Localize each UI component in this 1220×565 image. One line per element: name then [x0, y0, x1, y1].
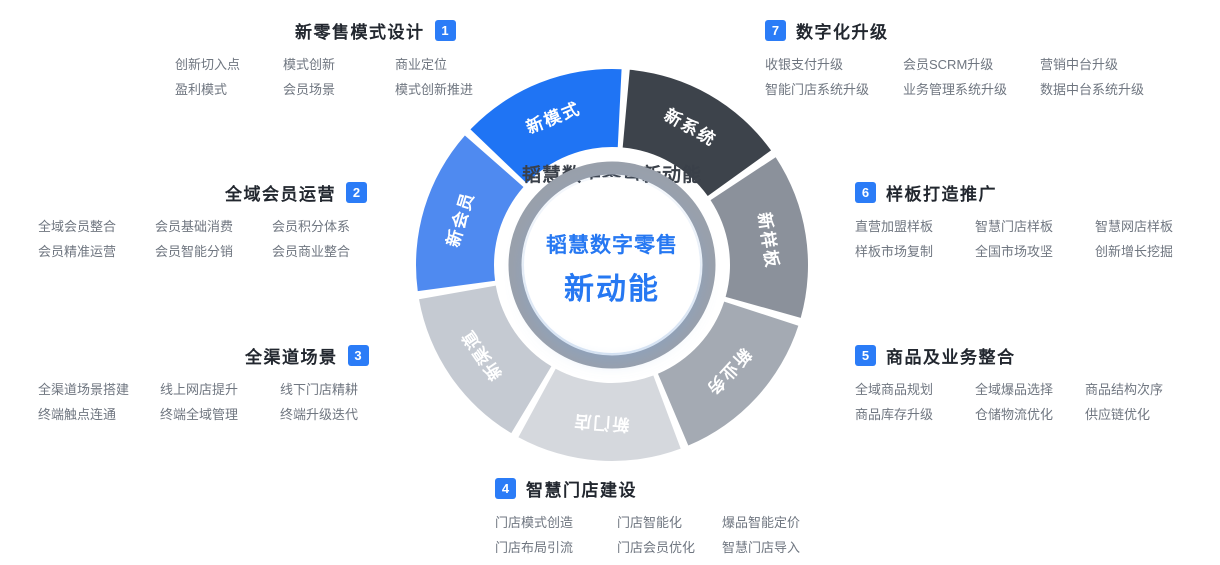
list-item: 智能门店系统升级: [765, 82, 870, 97]
list-item: 全国市场攻坚: [975, 244, 1054, 259]
center-title: 韬慧数字零售: [546, 233, 678, 257]
list-item: 线下门店精耕: [280, 382, 359, 397]
list-item: 会员智能分销: [155, 244, 234, 259]
section-title: 数字化升级: [796, 22, 889, 42]
list-item: 全渠道场景搭建: [38, 382, 130, 397]
wheel-segment: [419, 285, 552, 434]
section-title: 商品及业务整合: [886, 347, 1016, 367]
list-item: 样板市场复制: [855, 244, 934, 259]
section-number-badge: 6: [855, 181, 876, 203]
list-item: 门店模式创造: [495, 515, 574, 530]
list-item: 数据中台系统升级: [1040, 82, 1145, 97]
list-item: 会员SCRM升级: [903, 57, 994, 72]
wheel-segment: [710, 157, 809, 318]
section-member-operation: 全域会员运营 2 全域会员整合 会员基础消费 会员积分体系 会员精准运营 会员智…: [38, 180, 367, 260]
section-items: 全渠道场景搭建 线上网店提升 线下门店精耕 终端触点连通 终端全域管理 终端升级…: [38, 382, 369, 423]
wheel-segment: [657, 301, 799, 446]
section-goods-business: 5 商品及业务整合 全域商品规划 全域爆品选择 商品结构次序 商品库存升级 仓储…: [855, 343, 1163, 423]
section-items: 直营加盟样板 智慧门店样板 智慧网店样板 样板市场复制 全国市场攻坚 创新增长挖…: [855, 219, 1173, 260]
list-item: 全域商品规划: [855, 382, 934, 397]
list-item: 仓储物流优化: [975, 407, 1054, 422]
list-item: 收银支付升级: [765, 57, 844, 72]
list-item: 智慧网店样板: [1095, 219, 1174, 234]
list-item: 营销中台升级: [1040, 57, 1119, 72]
list-item: 门店会员优化: [617, 540, 696, 555]
wheel-segment: [416, 135, 524, 292]
section-omnichannel-scene: 全渠道场景 3 全渠道场景搭建 线上网店提升 线下门店精耕 终端触点连通 终端全…: [38, 343, 369, 423]
section-title: 全渠道场景: [245, 347, 338, 367]
wheel-segment: [470, 68, 622, 184]
section-items: 收银支付升级 会员SCRM升级 营销中台升级 智能门店系统升级 业务管理系统升级…: [765, 57, 1144, 98]
list-item: 线上网店提升: [160, 382, 239, 397]
list-item: 盈利模式: [175, 82, 228, 97]
list-item: 业务管理系统升级: [903, 82, 1008, 97]
list-item: 创新增长挖掘: [1095, 244, 1174, 259]
section-items: 门店模式创造 门店智能化 爆品智能定价 门店布局引流 门店会员优化 智慧门店导入: [495, 515, 800, 556]
list-item: 商业定位: [395, 57, 448, 72]
list-item: 商品结构次序: [1085, 382, 1164, 397]
list-item: 创新切入点: [175, 57, 241, 72]
section-title: 样板打造推广: [886, 184, 997, 204]
section-items: 全域商品规划 全域爆品选择 商品结构次序 商品库存升级 仓储物流优化 供应链优化: [855, 382, 1163, 423]
list-item: 全域会员整合: [38, 219, 117, 234]
section-number-badge: 3: [347, 344, 369, 366]
list-item: 会员基础消费: [155, 219, 234, 234]
list-item: 模式创新: [283, 57, 336, 72]
list-item: 直营加盟样板: [855, 219, 934, 234]
list-item: 供应链优化: [1085, 407, 1151, 422]
section-model-promotion: 6 样板打造推广 直营加盟样板 智慧门店样板 智慧网店样板 样板市场复制 全国市…: [855, 180, 1173, 260]
section-number-badge: 4: [495, 477, 516, 499]
section-number-badge: 2: [346, 181, 367, 203]
section-number-badge: 5: [855, 344, 876, 366]
section-digital-upgrade: 7 数字化升级 收银支付升级 会员SCRM升级 营销中台升级 智能门店系统升级 …: [765, 18, 1144, 98]
section-items: 创新切入点 模式创新 商业定位 盈利模式 会员场景 模式创新推进: [175, 57, 473, 98]
list-item: 会员精准运营: [38, 244, 117, 259]
section-number-badge: 7: [765, 19, 786, 41]
wheel-segment-label: 新门店: [572, 411, 630, 435]
list-item: 爆品智能定价: [722, 515, 801, 530]
list-item: 智慧门店样板: [975, 219, 1054, 234]
list-item: 门店智能化: [617, 515, 683, 530]
list-item: 会员积分体系: [272, 219, 351, 234]
section-number-badge: 1: [434, 19, 456, 41]
wheel-segment: [622, 69, 772, 197]
center-disc: [524, 177, 700, 353]
list-item: 智慧门店导入: [722, 540, 801, 555]
center-subtitle: 新动能: [564, 273, 660, 306]
list-item: 模式创新推进: [395, 82, 474, 97]
list-item: 终端全域管理: [160, 407, 239, 422]
list-item: 终端触点连通: [38, 407, 117, 422]
section-smart-store: 4 智慧门店建设 门店模式创造 门店智能化 爆品智能定价 门店布局引流 门店会员…: [495, 476, 800, 556]
list-item: 会员商业整合: [272, 244, 351, 259]
section-title: 新零售模式设计: [295, 22, 425, 42]
wheel-segment: [518, 368, 681, 461]
section-title: 全域会员运营: [225, 184, 336, 204]
section-title: 智慧门店建设: [526, 480, 637, 500]
list-item: 终端升级迭代: [280, 407, 359, 422]
list-item: 门店布局引流: [495, 540, 574, 555]
list-item: 商品库存升级: [855, 407, 934, 422]
list-item: 会员场景: [283, 82, 336, 97]
section-items: 全域会员整合 会员基础消费 会员积分体系 会员精准运营 会员智能分销 会员商业整…: [38, 219, 367, 260]
section-new-retail-model-design: 新零售模式设计 1 创新切入点 模式创新 商业定位 盈利模式 会员场景 模式创新…: [175, 18, 473, 98]
list-item: 全域爆品选择: [975, 382, 1054, 397]
center-ring: [508, 161, 716, 369]
